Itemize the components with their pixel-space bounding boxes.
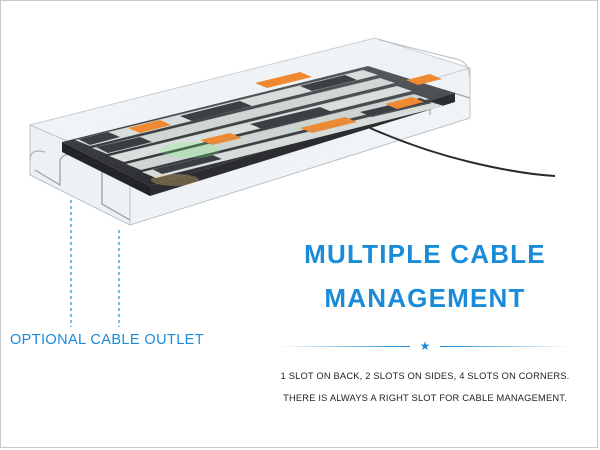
usb-cable xyxy=(369,127,556,177)
description-line-2: THERE IS ALWAYS A RIGHT SLOT FOR CABLE M… xyxy=(283,393,567,403)
callout-lines xyxy=(70,200,120,327)
decorative-divider: ★ xyxy=(278,339,572,353)
divider-line-left xyxy=(278,346,410,347)
headline-line-2: MANAGEMENT xyxy=(324,283,526,313)
feature-description: 1 SLOT ON BACK, 2 SLOTS ON SIDES, 4 SLOT… xyxy=(262,365,588,409)
keyboard xyxy=(62,66,455,196)
description-line-1: 1 SLOT ON BACK, 2 SLOTS ON SIDES, 4 SLOT… xyxy=(280,371,570,381)
keycaps xyxy=(74,69,444,178)
optional-cable-outlet-label: OPTIONAL CABLE OUTLET xyxy=(10,332,204,348)
divider-line-right xyxy=(440,346,572,347)
star-icon: ★ xyxy=(419,339,431,353)
headline-line-1: MULTIPLE CABLE xyxy=(304,239,546,269)
page-headline: MULTIPLE CABLE MANAGEMENT xyxy=(260,232,590,320)
